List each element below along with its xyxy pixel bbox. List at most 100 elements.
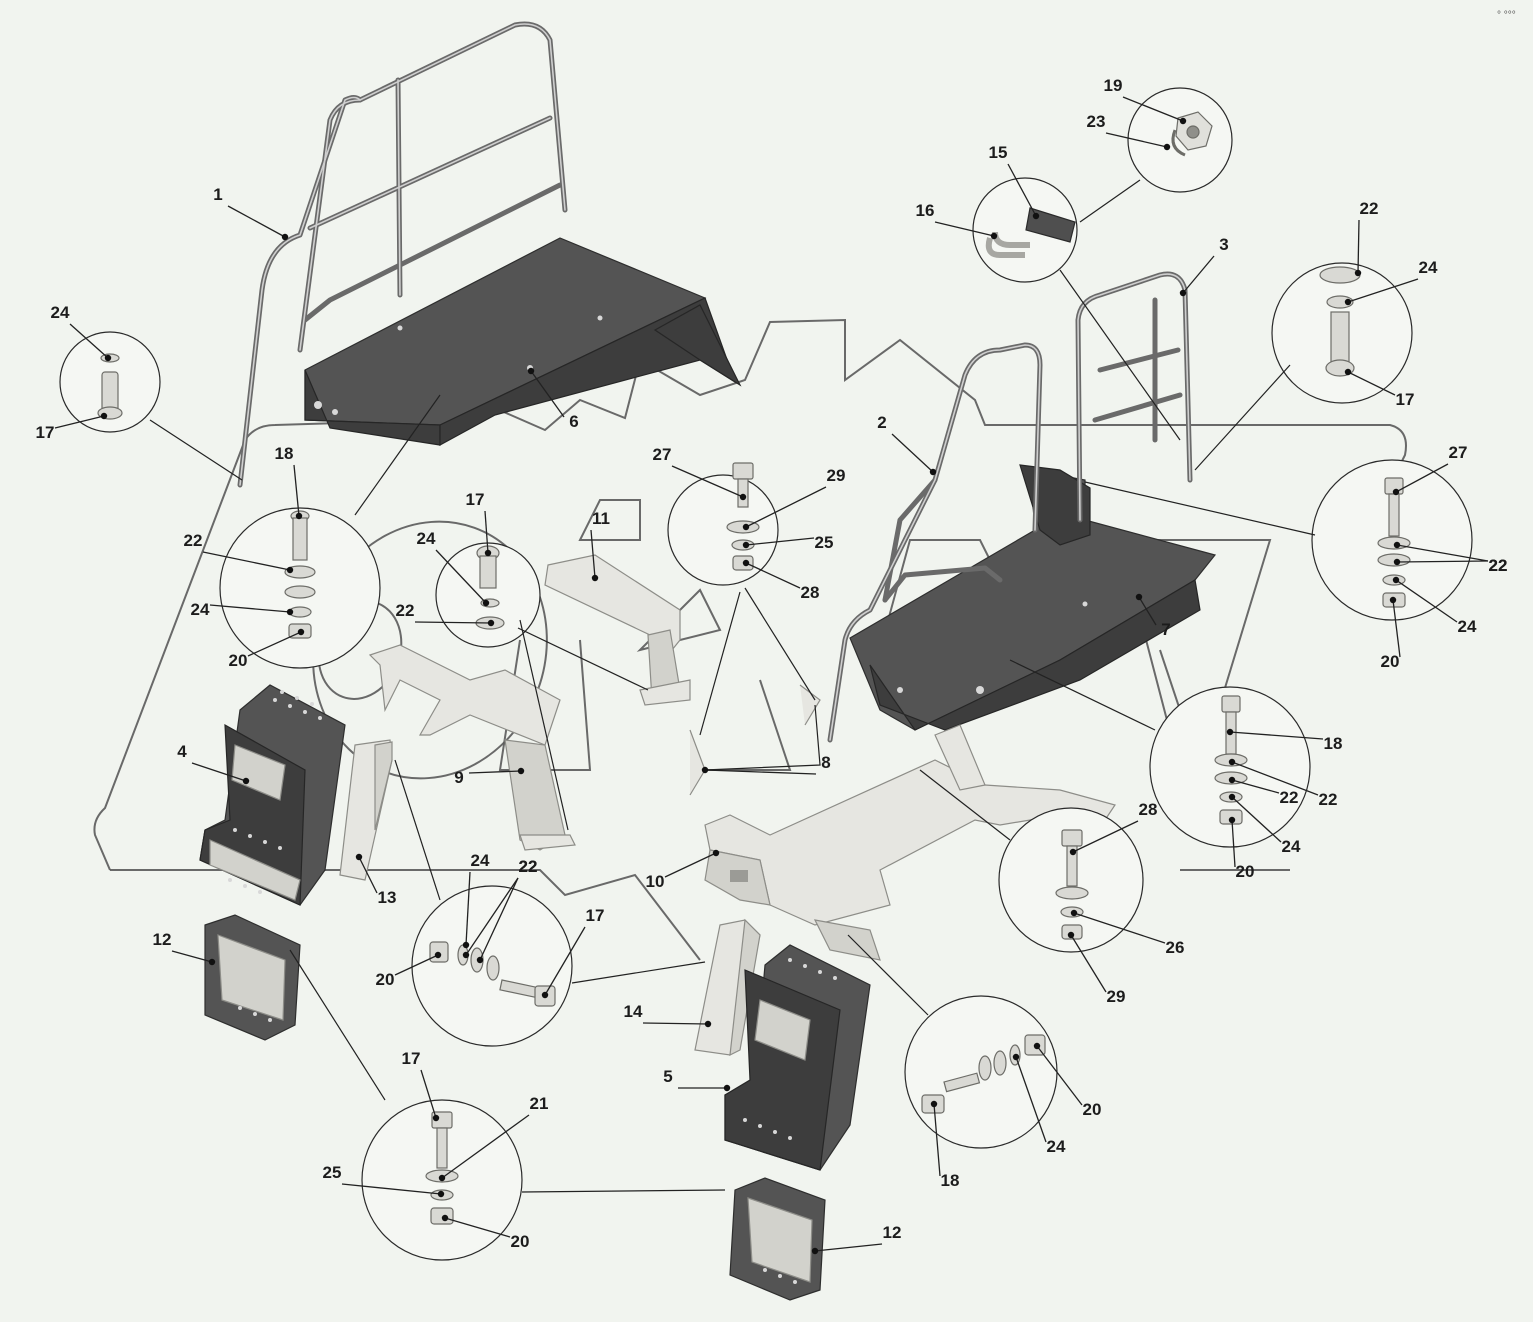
callout-dot [1344, 368, 1352, 376]
callout-label: 24 [1419, 258, 1438, 277]
callout-17-18: 17 [466, 490, 492, 557]
callout-leader [1231, 761, 1319, 796]
callout-leader [704, 769, 817, 775]
callout-dot [742, 559, 750, 567]
callout-24-44: 24 [417, 529, 490, 607]
callout-leader [191, 762, 247, 782]
callout-20-30: 20 [1033, 1042, 1102, 1119]
detail-circles [59, 87, 1473, 1261]
step-frame-12-right [729, 1177, 826, 1301]
connector-arrows [149, 179, 1316, 1193]
callout-leader [1392, 599, 1401, 658]
callout-dot [591, 574, 599, 582]
callout-leader [227, 205, 286, 238]
callout-dot [100, 412, 108, 420]
step-4 [199, 684, 346, 906]
callout-22-40: 22 [1393, 556, 1507, 575]
callout-23-42: 23 [1087, 112, 1171, 151]
callout-label: 23 [1087, 112, 1106, 131]
callout-leader [1347, 278, 1419, 303]
callout-label: 16 [916, 201, 935, 220]
callout-leader [479, 877, 519, 961]
callout-dot [811, 1247, 819, 1255]
callout-dot [297, 628, 305, 636]
callout-12-11: 12 [153, 930, 216, 966]
callout-dot [1070, 909, 1078, 917]
callout-18-22: 18 [275, 444, 303, 520]
corner-mark: ° °°° [1497, 10, 1516, 21]
callout-25-51: 25 [323, 1163, 445, 1198]
callout-leader [465, 871, 471, 946]
callout-dot [462, 951, 470, 959]
callout-22-41: 22 [1228, 776, 1298, 807]
callout-label: 25 [323, 1163, 342, 1182]
callout-17-21: 17 [402, 1049, 440, 1122]
callout-dot [1228, 758, 1236, 766]
callout-leader [54, 415, 105, 429]
callout-dot [1392, 576, 1400, 584]
callout-leader [745, 562, 801, 589]
callout-leader [934, 221, 995, 237]
callout-18-24: 18 [930, 1100, 959, 1190]
callout-dot [1069, 848, 1077, 856]
callout-dot [1344, 298, 1352, 306]
callout-leader [814, 1243, 883, 1252]
callout-19-25: 19 [1104, 76, 1187, 125]
callout-label: 17 [1396, 390, 1415, 409]
callout-dot [104, 354, 112, 362]
callout-dot [1392, 488, 1400, 496]
callout-dot [438, 1174, 446, 1182]
callout-label: 20 [1083, 1100, 1102, 1119]
callout-leader [465, 877, 519, 956]
callout-label: 20 [229, 651, 248, 670]
callout-dot [437, 1190, 445, 1198]
callout-label: 24 [191, 600, 210, 619]
callout-label: 17 [586, 906, 605, 925]
callout-27-55: 27 [653, 445, 747, 501]
callout-dot [701, 766, 709, 774]
callout-16-16: 16 [916, 201, 998, 240]
callout-leader [590, 529, 596, 579]
callout-label: 4 [177, 742, 187, 761]
callout-label: 12 [883, 1223, 902, 1242]
callout-21-32: 21 [438, 1094, 548, 1182]
callout-24-43: 24 [51, 303, 112, 362]
callout-2-1: 2 [877, 413, 937, 476]
callout-label: 20 [511, 1232, 530, 1251]
callout-dot [704, 1020, 712, 1028]
callout-label: 27 [1449, 443, 1468, 462]
callout-leader [1231, 796, 1282, 843]
callout-dot [355, 853, 363, 861]
callout-20-27: 20 [1381, 596, 1401, 671]
platform-left-assembly [237, 21, 742, 488]
callout-dot [1179, 117, 1187, 125]
frame-9 [368, 644, 576, 851]
callout-leader [1138, 596, 1157, 626]
callout-leader [1105, 132, 1168, 148]
step-frame-12-left [204, 914, 301, 1041]
callout-label: 2 [877, 413, 886, 432]
callout-leader [1229, 731, 1324, 740]
callout-13-13: 13 [355, 853, 396, 907]
callout-leader [544, 926, 586, 996]
callout-label: 29 [1107, 987, 1126, 1006]
callout-dot [742, 541, 750, 549]
callout-leader [1015, 1056, 1047, 1143]
callout-3-2: 3 [1179, 235, 1229, 297]
callout-label: 7 [1161, 620, 1170, 639]
callout-dot [1033, 1042, 1041, 1050]
bracket-11 [544, 554, 691, 706]
callout-dot [990, 232, 998, 240]
callout-leader [1357, 219, 1360, 274]
callout-dot [1393, 541, 1401, 549]
callout-leader [1073, 912, 1166, 944]
callout-dot [1067, 931, 1075, 939]
callout-leader [1231, 779, 1280, 794]
callout-layer: 1234567891011121213141516171717171718181… [36, 76, 1508, 1255]
callout-label: 22 [1489, 556, 1508, 575]
callout-label: 9 [454, 768, 463, 787]
callout-6-5: 6 [527, 367, 579, 431]
callout-leader [1070, 934, 1107, 993]
callout-label: 24 [1047, 1137, 1066, 1156]
callout-leader [1036, 1045, 1083, 1106]
